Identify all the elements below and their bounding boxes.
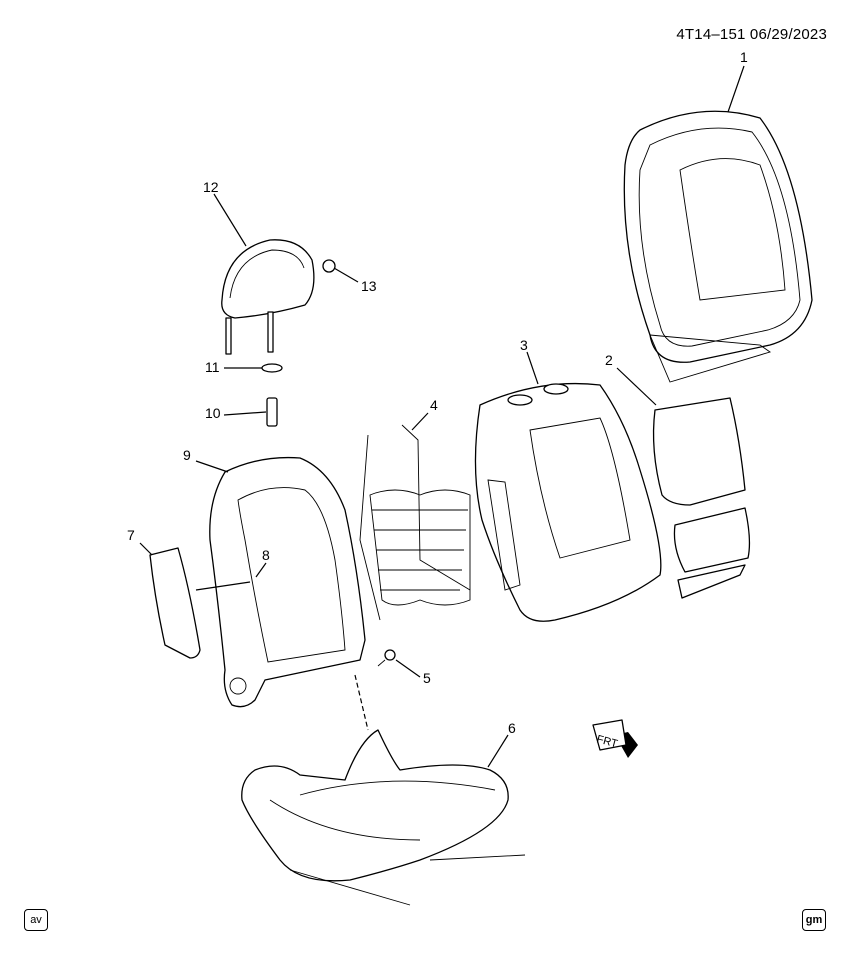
callout-numbers: 1 2 3 4 5 6 7 8 9 10 11 12 13 [127, 49, 748, 736]
bolt [377, 649, 396, 667]
headrest-bezel [261, 363, 283, 373]
headrest [221, 239, 315, 355]
seat-back-frame [209, 456, 366, 708]
seat-back-pad [474, 382, 662, 622]
av-icon: av [24, 909, 48, 931]
callout-2: 2 [605, 352, 613, 368]
gm-logo-icon: gm [802, 909, 826, 931]
callout-9: 9 [183, 447, 191, 463]
front-label: FRT [595, 733, 619, 750]
callout-4: 4 [430, 397, 438, 413]
headrest-guide-sleeve [266, 397, 278, 427]
nut [322, 259, 336, 273]
callout-6: 6 [508, 720, 516, 736]
callout-13: 13 [361, 278, 377, 294]
callout-1: 1 [740, 49, 748, 65]
callout-11: 11 [205, 359, 220, 375]
callout-10: 10 [205, 405, 221, 421]
leader-lines [139, 65, 745, 768]
side-trim-panel [149, 547, 201, 659]
callout-12: 12 [203, 179, 219, 195]
callout-5: 5 [423, 670, 431, 686]
seat-cushion-assembly [241, 729, 526, 906]
diagram-id-date: 4T14–151 06/29/2023 [676, 26, 827, 43]
spring-suspension-mat [359, 424, 471, 621]
callout-3: 3 [520, 337, 528, 353]
back-panel-pads [652, 397, 751, 599]
seat-back-cover [623, 110, 813, 383]
callout-7: 7 [127, 527, 135, 543]
callout-8: 8 [262, 547, 270, 563]
front-direction-arrow: FRT [592, 719, 638, 758]
